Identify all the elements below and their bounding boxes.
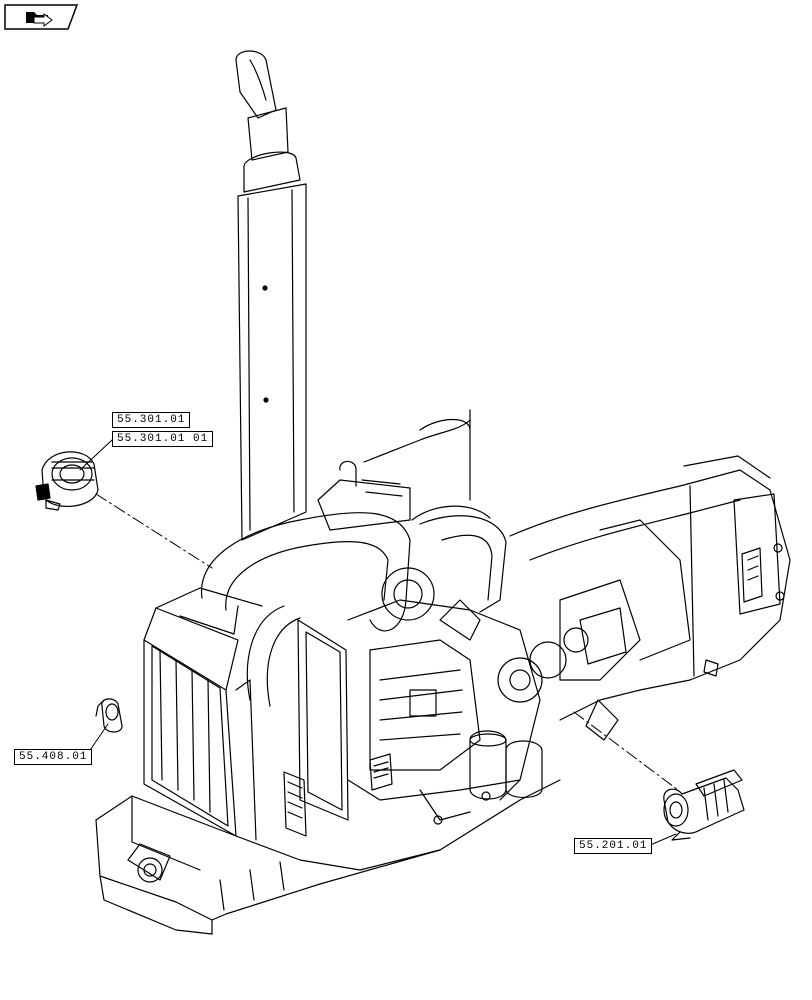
transmission [509,455,791,741]
radiator [143,587,263,841]
intake-pipe [200,505,507,707]
starter-motor [663,769,745,841]
leader-lines [95,493,679,791]
sensor [95,698,123,733]
nav-tab[interactable] [4,4,79,35]
callout-sensor[interactable]: 55.408.01 [14,749,93,765]
frame [95,779,561,935]
folder-arrow-icon [4,4,79,30]
callout-starter[interactable]: 55.201.01 [574,838,653,854]
engine [283,409,589,837]
exhaust-stack [235,50,307,541]
callout-alternator-b[interactable]: 55.301.01 01 [112,431,214,447]
callout-alternator-a[interactable]: 55.301.01 [112,412,191,428]
alternator [35,451,99,511]
callout-leaders [79,439,677,847]
